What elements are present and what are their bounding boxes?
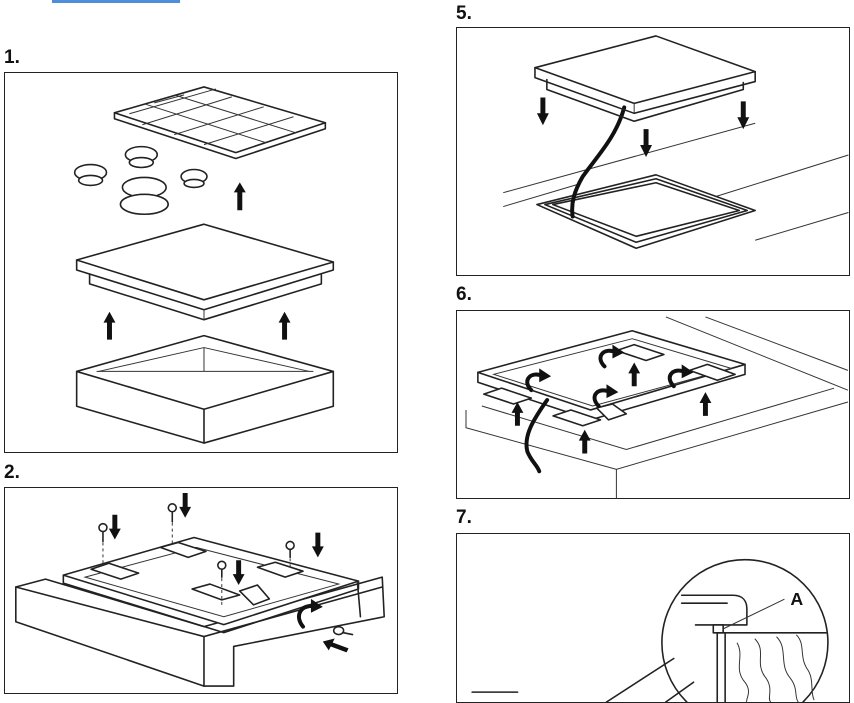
rotate-arrow-icon <box>667 364 694 389</box>
step-label-1: 1. <box>4 47 20 68</box>
step-1-illustration <box>4 72 398 453</box>
leader-lines <box>605 657 675 702</box>
arrow-up-icon <box>103 311 116 340</box>
detail-magnifier: A <box>661 558 829 702</box>
hob-underside <box>62 536 360 634</box>
step-label-6: 6. <box>456 284 472 305</box>
step-label-2: 2. <box>4 462 20 483</box>
pan-support-grid <box>113 86 327 160</box>
step-label-5: 5. <box>456 3 472 24</box>
rotate-arrow-icon <box>598 344 625 369</box>
fixing-brackets <box>90 541 304 606</box>
step-1-drawing <box>73 86 335 444</box>
hob-underside <box>477 329 746 421</box>
hob-plate <box>75 223 335 321</box>
screw-icon <box>167 503 178 546</box>
arrow-down-icon <box>311 532 324 558</box>
arrow-up-icon <box>699 392 712 416</box>
step-6-illustration <box>456 310 850 499</box>
step-6-drawing <box>465 316 849 498</box>
step-5-illustration <box>456 27 850 276</box>
arrow-down-icon <box>536 97 549 126</box>
arrow-left-icon <box>322 638 349 653</box>
rotate-arrow-icon <box>525 368 552 393</box>
arrow-up-icon <box>233 182 246 211</box>
burner-caps <box>73 145 208 216</box>
fixing-brackets <box>483 343 736 427</box>
callout-label-a: A <box>790 589 803 609</box>
arrow-up-icon <box>511 402 524 426</box>
power-cable <box>524 398 550 474</box>
screw-icon <box>217 560 227 605</box>
step-2-illustration <box>4 487 398 694</box>
power-cable <box>570 105 627 219</box>
arrow-up-icon <box>278 311 291 340</box>
step-5-drawing <box>503 35 849 250</box>
arrow-down-icon <box>108 514 121 540</box>
rotate-arrow-icon <box>297 598 323 629</box>
worktop-lines <box>503 122 849 241</box>
arrow-down-icon <box>737 101 750 130</box>
top-accent-bar <box>52 0 180 3</box>
arrow-down-icon <box>232 560 245 586</box>
arrow-up-icon <box>578 429 591 454</box>
rotate-arrow-icon <box>592 384 619 408</box>
step-label-7: 7. <box>456 507 472 528</box>
worktop <box>465 316 849 498</box>
worktop-frame <box>15 576 386 687</box>
arrow-down-icon <box>179 492 192 518</box>
step-7-illustration: A <box>456 533 850 703</box>
arrow-up-icon <box>628 362 641 387</box>
cutout-seal <box>536 174 756 250</box>
worktop-cutout-box <box>75 334 335 444</box>
screw-icon <box>285 540 295 570</box>
step-7-drawing: A <box>471 558 829 702</box>
step-2-drawing <box>15 492 386 687</box>
screw-icon <box>98 522 108 566</box>
arrow-down-icon <box>640 129 653 157</box>
screw-icon <box>332 625 354 636</box>
hob-plate <box>534 35 756 123</box>
